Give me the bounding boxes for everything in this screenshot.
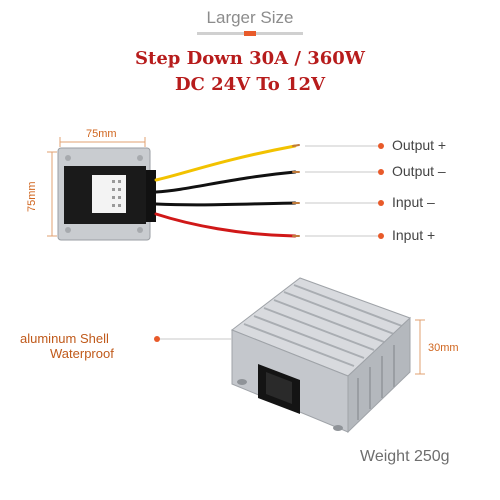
product-headline-voltage: DC 24V To 12V: [174, 74, 326, 95]
shell-label-leader: [154, 336, 232, 342]
shell-waterproof-line: Waterproof: [50, 346, 114, 361]
wire-label-output-negative: Output –: [392, 163, 446, 179]
wire-label-input-positive: Input +: [392, 227, 436, 243]
thickness-dimension-line: [415, 319, 425, 375]
product-headline-rating: Step Down 30A / 360W: [135, 48, 365, 69]
wire-label-leaders: [305, 145, 378, 237]
thickness-dimension-label: 30mm: [428, 342, 459, 354]
width-dimension-line: [59, 137, 146, 147]
shell-material-label: aluminum Shell Waterproof: [20, 331, 150, 361]
shell-material-line: aluminum Shell: [20, 331, 109, 346]
wire-label-input-negative: Input –: [392, 194, 435, 210]
width-dimension-label: 75mm: [86, 128, 117, 140]
header-divider-accent: [244, 31, 256, 36]
wire-bundle: [154, 144, 300, 238]
aluminum-heatsink-housing: [230, 277, 411, 434]
height-dimension-line: [47, 151, 57, 237]
height-dimension-label: 75mm: [26, 181, 38, 212]
header-title: Larger Size: [206, 8, 294, 27]
wire-label-output-positive: Output +: [392, 137, 447, 153]
wire-label-dots: [378, 143, 384, 239]
weight-label: Weight 250g: [360, 448, 450, 465]
aluminum-housing-front: [57, 147, 156, 241]
